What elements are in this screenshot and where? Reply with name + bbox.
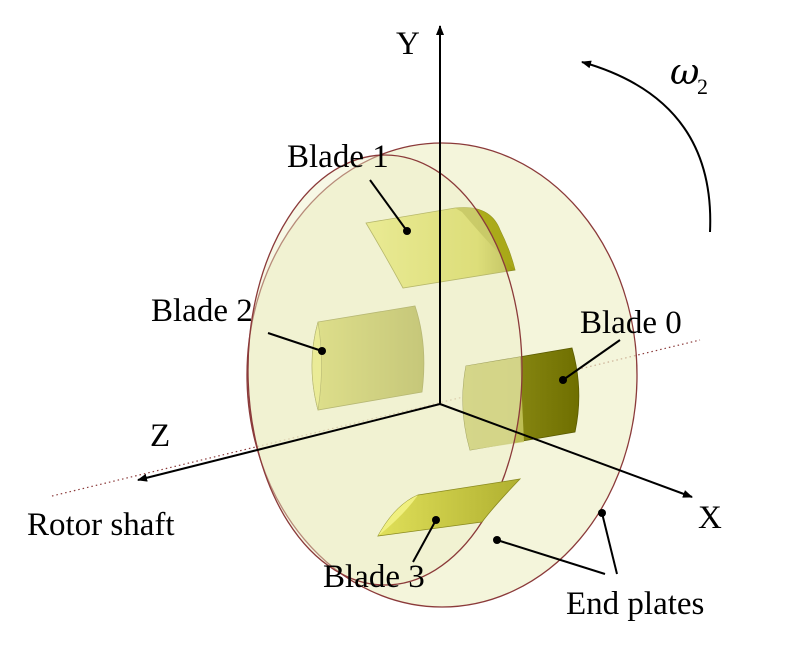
blade-1-label: Blade 1 [287,139,389,175]
y-axis-label: Y [396,26,420,62]
blade-2-marker [318,347,326,355]
z-axis-arrow [137,403,441,482]
blade-1-leader [369,179,408,232]
end-plates-label: End plates [566,586,704,622]
blade-0-label: Blade 0 [580,305,682,341]
end-plates-leader-right [601,512,618,575]
end-plate-back-marker [598,509,606,517]
blade-0-leader [562,339,621,381]
blade-3-leader [412,519,437,563]
end-plate-front-marker [493,536,501,544]
blade-3-shape [377,478,522,537]
omega-symbol: ω [670,52,699,93]
blade-3-label: Blade 3 [323,559,425,595]
rotor-shaft-label: Rotor shaft [27,507,175,543]
omega-subscript: 2 [697,74,708,99]
blade-0-marker [559,376,567,384]
blade-1-marker [403,227,411,235]
z-axis-label: Z [150,418,170,454]
blade-2-shape [311,305,425,411]
blade-3-marker [432,516,440,524]
blade-2-leader [267,332,323,352]
blade-2-label: Blade 2 [151,293,253,329]
x-axis-arrow [439,403,693,498]
rotation-arrow [581,60,712,233]
end-plates-leader-left [496,539,606,575]
x-axis-label: X [698,500,722,536]
end-plate-back [246,142,638,608]
end-plate-front [247,154,523,586]
